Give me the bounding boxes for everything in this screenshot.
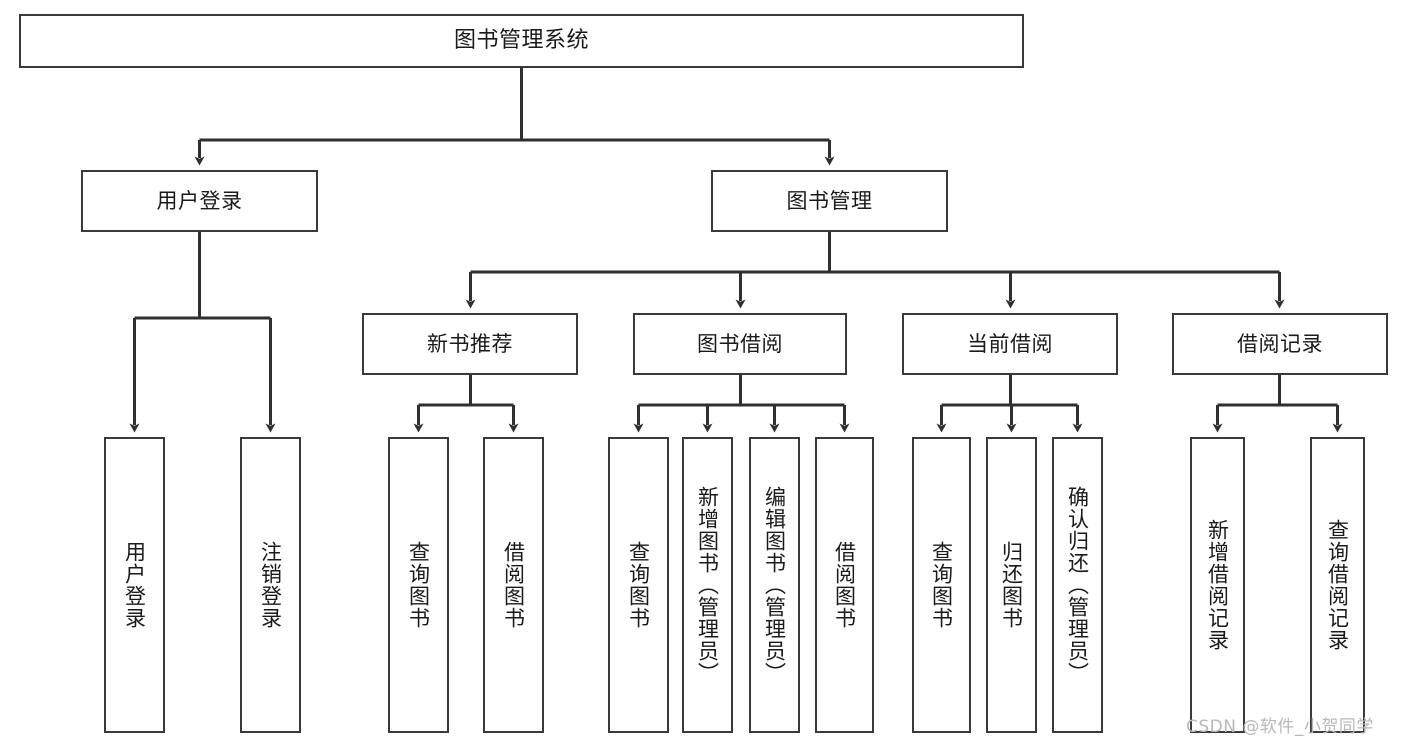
node-leaf-borrow-book-1[interactable]: 借阅图书: [483, 437, 544, 733]
node-book-manage[interactable]: 图书管理: [711, 170, 948, 232]
node-book-borrow[interactable]: 图书借阅: [633, 313, 847, 375]
node-user-login[interactable]: 用户登录: [81, 170, 318, 232]
node-leaf-return-book[interactable]: 归还图书: [986, 437, 1037, 733]
node-borrow-record[interactable]: 借阅记录: [1172, 313, 1388, 375]
node-leaf-confirm-return[interactable]: 确认归还（管理员）: [1052, 437, 1103, 733]
node-leaf-query-book-3-label: 查询图书: [929, 541, 954, 629]
node-leaf-user-login-label: 用户登录: [122, 541, 147, 629]
node-leaf-query-book-2[interactable]: 查询图书: [608, 437, 669, 733]
node-leaf-add-book-label: 新增图书（管理员）: [695, 486, 720, 684]
node-leaf-borrow-book-2[interactable]: 借阅图书: [815, 437, 874, 733]
node-leaf-add-book[interactable]: 新增图书（管理员）: [682, 437, 733, 733]
node-leaf-confirm-return-label: 确认归还（管理员）: [1065, 486, 1090, 684]
node-leaf-query-book-1[interactable]: 查询图书: [388, 437, 449, 733]
node-borrow-record-label: 借阅记录: [1237, 331, 1323, 356]
node-leaf-user-logout[interactable]: 注销登录: [240, 437, 301, 733]
node-book-borrow-label: 图书借阅: [697, 331, 783, 356]
node-leaf-query-book-3[interactable]: 查询图书: [912, 437, 971, 733]
node-book-manage-label: 图书管理: [786, 188, 873, 213]
node-current-borrow[interactable]: 当前借阅: [902, 313, 1118, 375]
node-leaf-borrow-book-2-label: 借阅图书: [832, 541, 857, 629]
node-leaf-add-record[interactable]: 新增借阅记录: [1190, 437, 1245, 733]
node-current-borrow-label: 当前借阅: [967, 331, 1053, 356]
node-root[interactable]: 图书管理系统: [19, 14, 1024, 68]
node-new-book-rec[interactable]: 新书推荐: [362, 313, 578, 375]
node-leaf-edit-book-label: 编辑图书（管理员）: [762, 486, 787, 684]
node-leaf-user-login[interactable]: 用户登录: [104, 437, 165, 733]
node-leaf-query-record[interactable]: 查询借阅记录: [1310, 437, 1365, 733]
node-leaf-edit-book[interactable]: 编辑图书（管理员）: [749, 437, 800, 733]
node-leaf-borrow-book-1-label: 借阅图书: [501, 541, 526, 629]
node-leaf-query-book-1-label: 查询图书: [406, 541, 431, 629]
node-user-login-label: 用户登录: [156, 188, 243, 213]
node-new-book-rec-label: 新书推荐: [427, 331, 513, 356]
node-leaf-add-record-label: 新增借阅记录: [1205, 519, 1230, 651]
node-leaf-query-record-label: 查询借阅记录: [1325, 519, 1350, 651]
node-leaf-user-logout-label: 注销登录: [258, 541, 283, 629]
node-leaf-query-book-2-label: 查询图书: [626, 541, 651, 629]
csdn-watermark: CSDN @软件_小贺同学: [1186, 717, 1374, 737]
node-root-label: 图书管理系统: [453, 28, 589, 54]
node-leaf-return-book-label: 归还图书: [999, 541, 1024, 629]
